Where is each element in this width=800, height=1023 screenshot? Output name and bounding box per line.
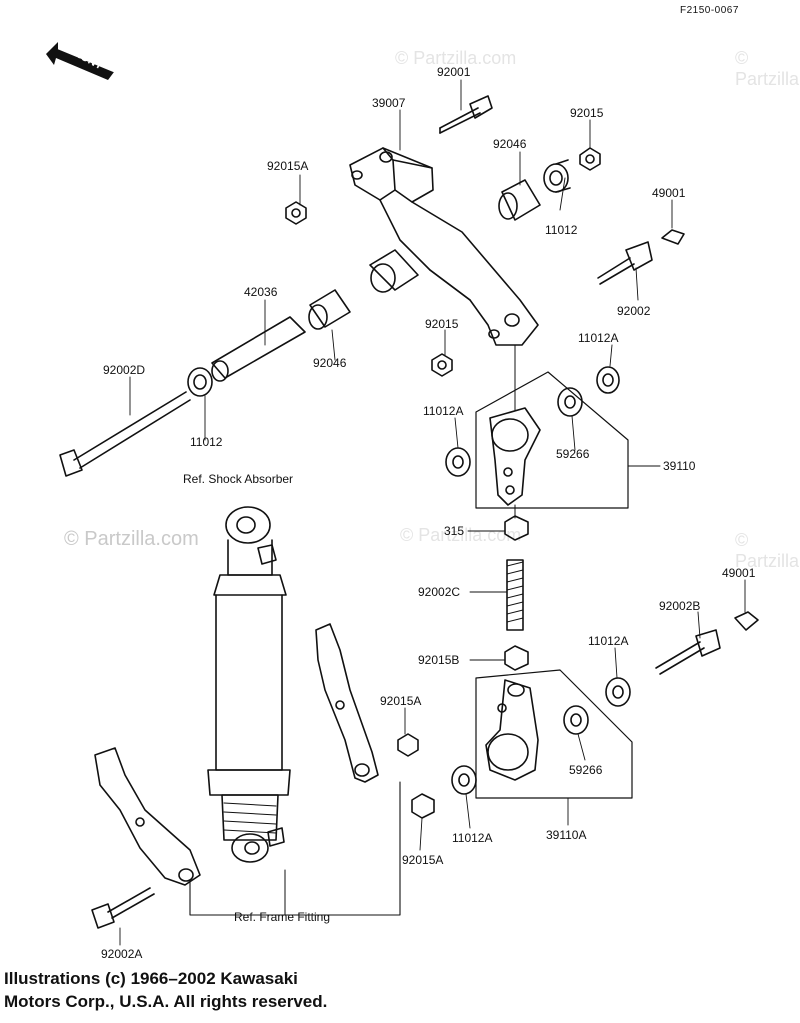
part-label: 92015 bbox=[570, 106, 604, 120]
tie-rod-upper bbox=[489, 407, 541, 506]
part-label: 92015A bbox=[380, 694, 422, 708]
part-label: 92002B bbox=[659, 599, 701, 613]
part-label: 39007 bbox=[372, 96, 406, 110]
part-label: 92015A bbox=[402, 853, 444, 867]
part-label: 59266 bbox=[569, 763, 603, 777]
rocker-arm bbox=[349, 147, 539, 346]
part-label: 11012A bbox=[423, 404, 464, 418]
part-label: 92046 bbox=[493, 137, 527, 151]
diagram-code: F2150-0067 bbox=[680, 5, 739, 16]
part-label: 92001 bbox=[437, 65, 471, 79]
watermark-faint: © Partzilla.com bbox=[735, 530, 800, 571]
part-label: 11012 bbox=[190, 435, 223, 449]
part-label: 11012A bbox=[452, 831, 493, 845]
tie-rod-lower bbox=[485, 679, 539, 781]
ref-frame-fitting-label: Ref. Frame Fitting bbox=[234, 910, 331, 924]
part-label: 92015B bbox=[418, 653, 460, 667]
front-arrow-icon bbox=[46, 42, 115, 80]
part-label: 59266 bbox=[556, 447, 590, 461]
part-label: 92015A bbox=[267, 159, 309, 173]
part-label: 92015 bbox=[425, 317, 459, 331]
part-label: 11012A bbox=[578, 331, 619, 345]
part-label: 11012A bbox=[588, 634, 629, 648]
part-label: 92002D bbox=[103, 363, 146, 377]
part-label: 92046 bbox=[313, 356, 347, 370]
part-label: 39110 bbox=[663, 459, 696, 473]
copyright-line-1: Illustrations (c) 1966–2002 Kawasaki bbox=[4, 969, 298, 988]
part-label: 92002C bbox=[418, 585, 461, 599]
ref-shock-absorber-label: Ref. Shock Absorber bbox=[183, 472, 294, 486]
part-label: 49001 bbox=[652, 186, 686, 200]
watermark-faint: © Partzilla.com bbox=[395, 48, 517, 68]
part-label: 49001 bbox=[722, 566, 756, 580]
part-label: 92002A bbox=[101, 947, 143, 961]
watermark-faint: © Partzilla.com bbox=[400, 525, 522, 545]
watermark: © Partzilla.com bbox=[64, 528, 199, 550]
copyright-line-2: Motors Corp., U.S.A. All rights reserved… bbox=[4, 992, 328, 1011]
part-label: 42036 bbox=[244, 285, 278, 299]
part-label: 11012 bbox=[545, 223, 578, 237]
part-label: 92002 bbox=[617, 304, 651, 318]
part-label: 315 bbox=[444, 524, 465, 538]
watermark-faint: © Partzilla.com bbox=[735, 48, 800, 89]
part-label: 39110A bbox=[546, 828, 587, 842]
